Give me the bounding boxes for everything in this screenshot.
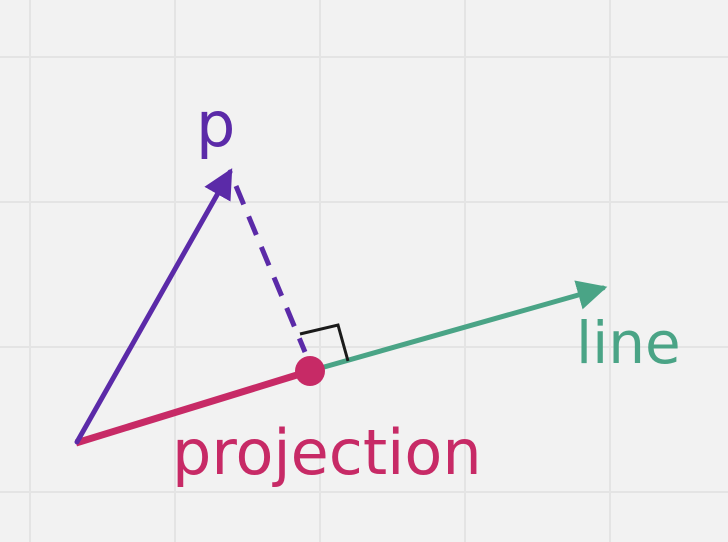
projection-point: [295, 356, 325, 386]
label-line: line: [576, 309, 681, 377]
right-angle-marker: [299, 323, 350, 362]
vector-p: [74, 168, 233, 445]
projection-segment: [74, 367, 312, 447]
label-projection: projection: [172, 416, 482, 489]
line-vector: [307, 280, 608, 374]
label-p: p: [196, 88, 235, 161]
perpendicular-dashed-line: [233, 185, 308, 353]
